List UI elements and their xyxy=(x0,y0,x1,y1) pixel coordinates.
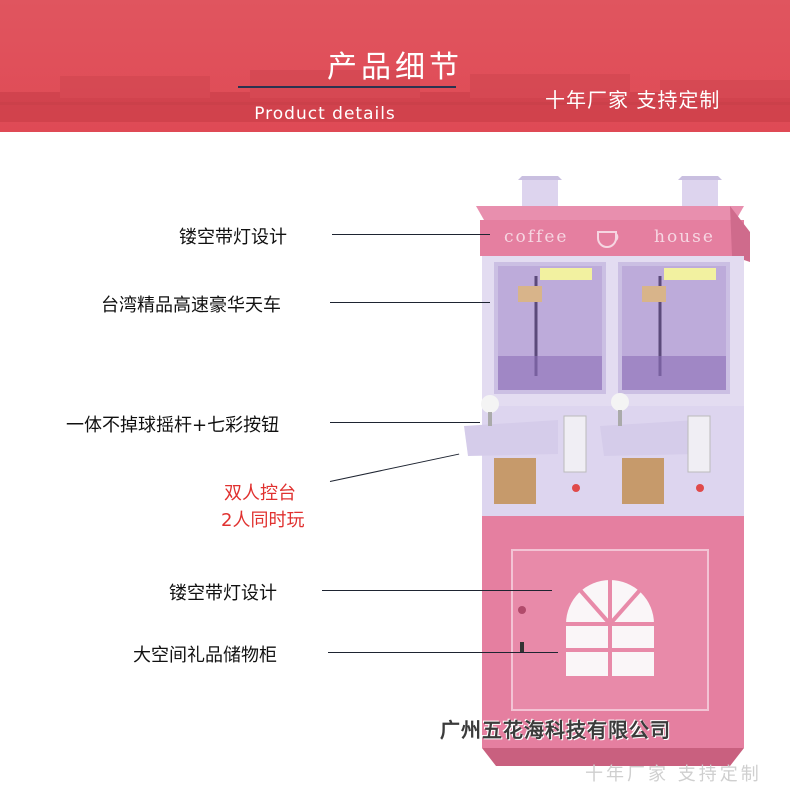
callout-leader-line xyxy=(332,234,490,235)
callout-hollow-light-design-bottom: 镂空带灯设计 xyxy=(169,583,277,604)
page-subtitle: Product details xyxy=(254,104,396,124)
callout-leader-line xyxy=(328,652,558,653)
callout-leader-line xyxy=(330,422,480,423)
callout-storage-cabinet: 大空间礼品储物柜 xyxy=(133,645,277,666)
callout-premium-crane: 台湾精品高速豪华天车 xyxy=(101,295,281,316)
callout-leader-line xyxy=(329,453,460,482)
window-icon xyxy=(566,580,654,676)
company-watermark: 广州五花海科技有限公司 xyxy=(440,718,671,742)
sign-coffee: coffee xyxy=(504,227,568,247)
faint-watermark: 十年厂家 支持定制 xyxy=(585,764,762,785)
callout-two-players: 2人同时玩 xyxy=(221,510,305,531)
slogan: 十年厂家 支持定制 xyxy=(545,88,721,112)
claw-machine-image: coffee house xyxy=(464,176,750,766)
callout-leader-line xyxy=(322,590,552,591)
header-banner: 产品细节 Product details 十年厂家 支持定制 xyxy=(0,0,790,132)
callout-dual-console: 双人控台 xyxy=(224,483,296,504)
callout-leader-line xyxy=(330,302,490,303)
factory-backdrop-image xyxy=(0,70,790,122)
callout-hollow-light-design-top: 镂空带灯设计 xyxy=(179,227,287,248)
coffee-cup-icon xyxy=(597,231,619,248)
callout-joystick-buttons: 一体不掉球摇杆+七彩按钮 xyxy=(66,415,280,436)
title-divider xyxy=(238,86,456,88)
sign-house: house xyxy=(654,227,715,247)
page-title: 产品细节 xyxy=(327,50,463,85)
